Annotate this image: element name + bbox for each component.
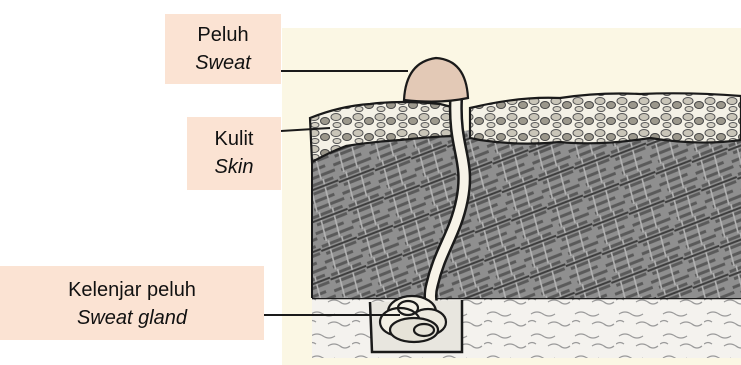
label-skin-english: Skin [187, 153, 281, 181]
dermis-layer [312, 128, 741, 298]
label-sweat-gland: Kelenjar peluh Sweat gland [0, 266, 264, 340]
label-sweat-gland-malay: Kelenjar peluh [0, 276, 264, 304]
label-sweat-gland-english: Sweat gland [0, 304, 264, 332]
epidermis-right [470, 93, 741, 143]
label-sweat-malay: Peluh [165, 21, 281, 49]
label-skin-malay: Kulit [187, 125, 281, 153]
label-sweat-english: Sweat [165, 49, 281, 77]
label-skin: Kulit Skin [187, 117, 281, 190]
label-sweat: Peluh Sweat [165, 14, 281, 84]
